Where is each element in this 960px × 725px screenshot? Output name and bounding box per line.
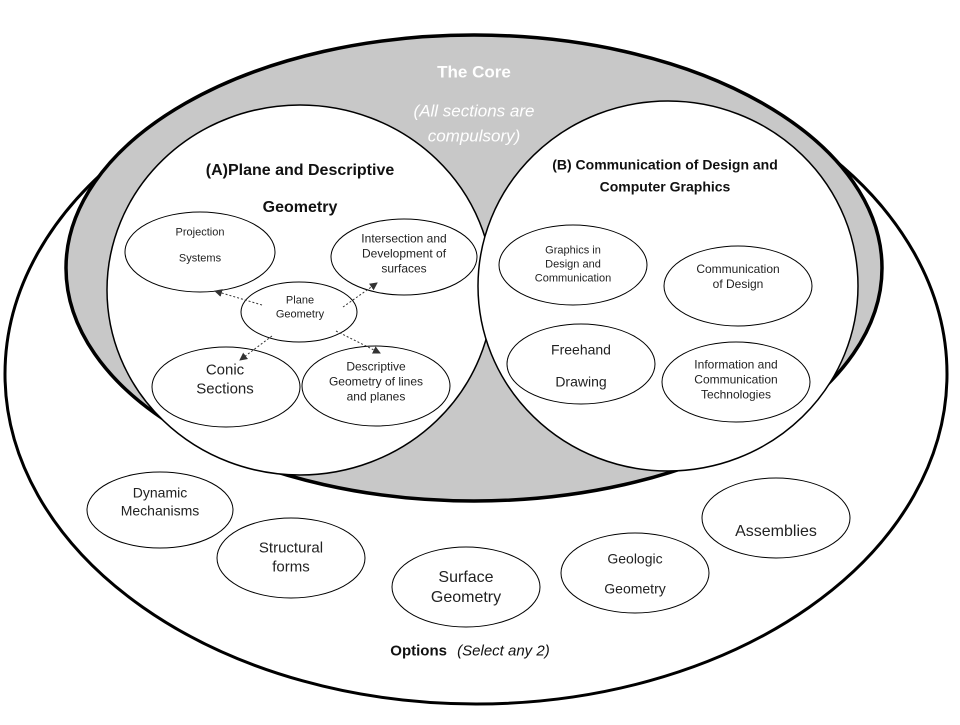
topic-plane: Plane Geometry [275, 294, 325, 320]
topic-graphics: Graphics in Design and Communication [534, 244, 612, 284]
option-surface: Surface Geometry [430, 569, 502, 606]
topic-conic-ellipse [151, 346, 301, 428]
topic-communication-ellipse [663, 245, 813, 327]
options-label-text: Options [390, 642, 447, 660]
core-title: The Core [437, 62, 511, 82]
section-a-title: (A)Plane and Descriptive Geometry [205, 162, 395, 216]
option-dynamic-ellipse [86, 471, 234, 549]
topic-projection: Projection Systems [175, 226, 225, 264]
topic-freehand-ellipse [506, 323, 656, 405]
option-assemblies-ellipse [701, 477, 851, 559]
option-structural: Structural forms [258, 539, 324, 575]
options-label: Options (Select any 2) [390, 643, 549, 662]
options-note: (Select any 2) [457, 642, 550, 660]
core-subtitle: (All sections are compulsory) [413, 101, 535, 145]
topic-freehand: Freehand Drawing [551, 341, 611, 390]
topic-ict: Information and Communication Technologi… [694, 357, 778, 402]
arrow-to-intersection [342, 282, 378, 308]
topic-graphics-ellipse [498, 224, 648, 306]
arrow-to-conic [239, 335, 273, 361]
topic-intersection-ellipse [330, 218, 478, 296]
arrow-to-projection [214, 289, 263, 306]
topic-ict-ellipse [661, 341, 811, 423]
topic-conic: Conic Sections [196, 361, 254, 397]
topic-descriptive-ellipse [301, 345, 451, 427]
option-surface-ellipse [391, 546, 541, 628]
section-b-title: (B) Communication of Design and Computer… [552, 156, 778, 195]
topic-descriptive: Descriptive Geometry of lines and planes [328, 359, 424, 404]
option-geologic: Geologic Geometry [604, 550, 666, 597]
option-structural-ellipse [216, 517, 366, 599]
option-dynamic: Dynamic Mechanisms [120, 484, 200, 519]
option-assemblies: Assemblies [735, 523, 817, 540]
topic-intersection: Intersection and Development of surfaces [361, 231, 447, 276]
topic-communication: Communication of Design [696, 262, 780, 291]
topic-plane-ellipse [240, 281, 358, 343]
topic-projection-ellipse [124, 211, 276, 293]
option-geologic-ellipse [560, 532, 710, 614]
arrow-to-descriptive [335, 330, 381, 354]
